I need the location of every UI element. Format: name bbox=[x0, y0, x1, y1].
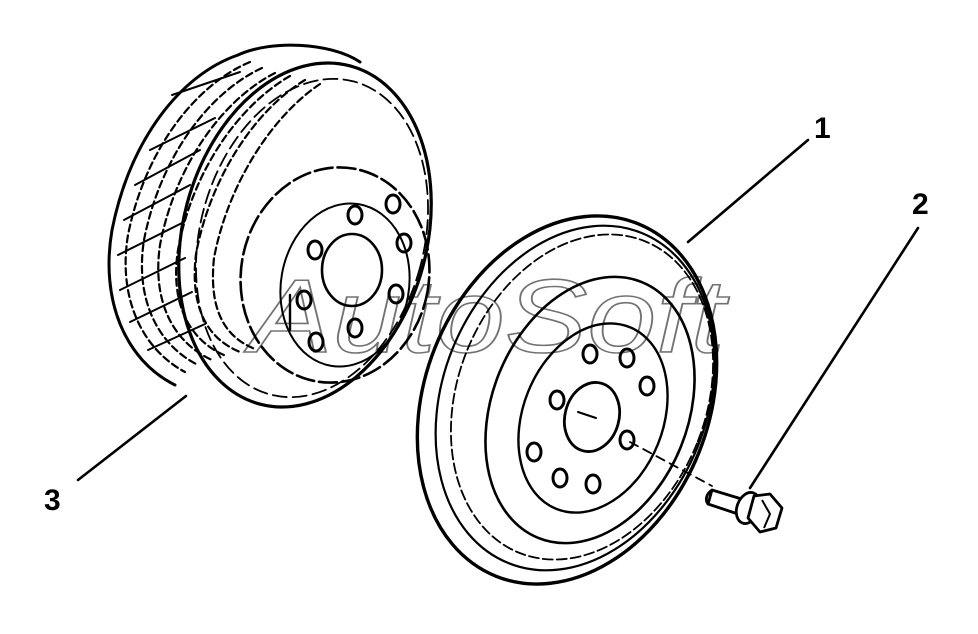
pulley-groove-1 bbox=[434, 224, 716, 572]
bolt-holes bbox=[295, 193, 413, 353]
hex-bolt-part-2 bbox=[704, 488, 784, 534]
callout-leaders bbox=[76, 138, 920, 490]
leader-line-3 bbox=[76, 394, 188, 482]
pulley-groove-2 bbox=[450, 233, 714, 561]
hub-recess bbox=[279, 202, 411, 368]
pulley-bolt-circle bbox=[517, 322, 669, 514]
bolt-alignment-line bbox=[629, 441, 713, 487]
center-bore bbox=[320, 232, 384, 308]
watermark: AutoSoft bbox=[243, 259, 730, 375]
front-rim-inner bbox=[195, 77, 429, 399]
pulley-bolt-holes bbox=[525, 343, 656, 495]
leader-line-2 bbox=[748, 226, 920, 490]
front-rim-outer bbox=[177, 61, 433, 409]
leader-line-1 bbox=[686, 138, 810, 244]
pulley-inner-face bbox=[484, 275, 696, 545]
callout-number-1: 1 bbox=[814, 112, 831, 145]
large-pulley-part-3 bbox=[107, 43, 433, 409]
groove-hatching bbox=[117, 71, 241, 351]
single-groove-pulley-part-1 bbox=[415, 214, 719, 586]
callout-number-2: 2 bbox=[912, 188, 929, 221]
pulley-outer-rim bbox=[415, 214, 719, 586]
pulley-center-bore bbox=[562, 381, 622, 453]
callout-number-3: 3 bbox=[44, 484, 61, 517]
hub-face bbox=[239, 166, 431, 384]
